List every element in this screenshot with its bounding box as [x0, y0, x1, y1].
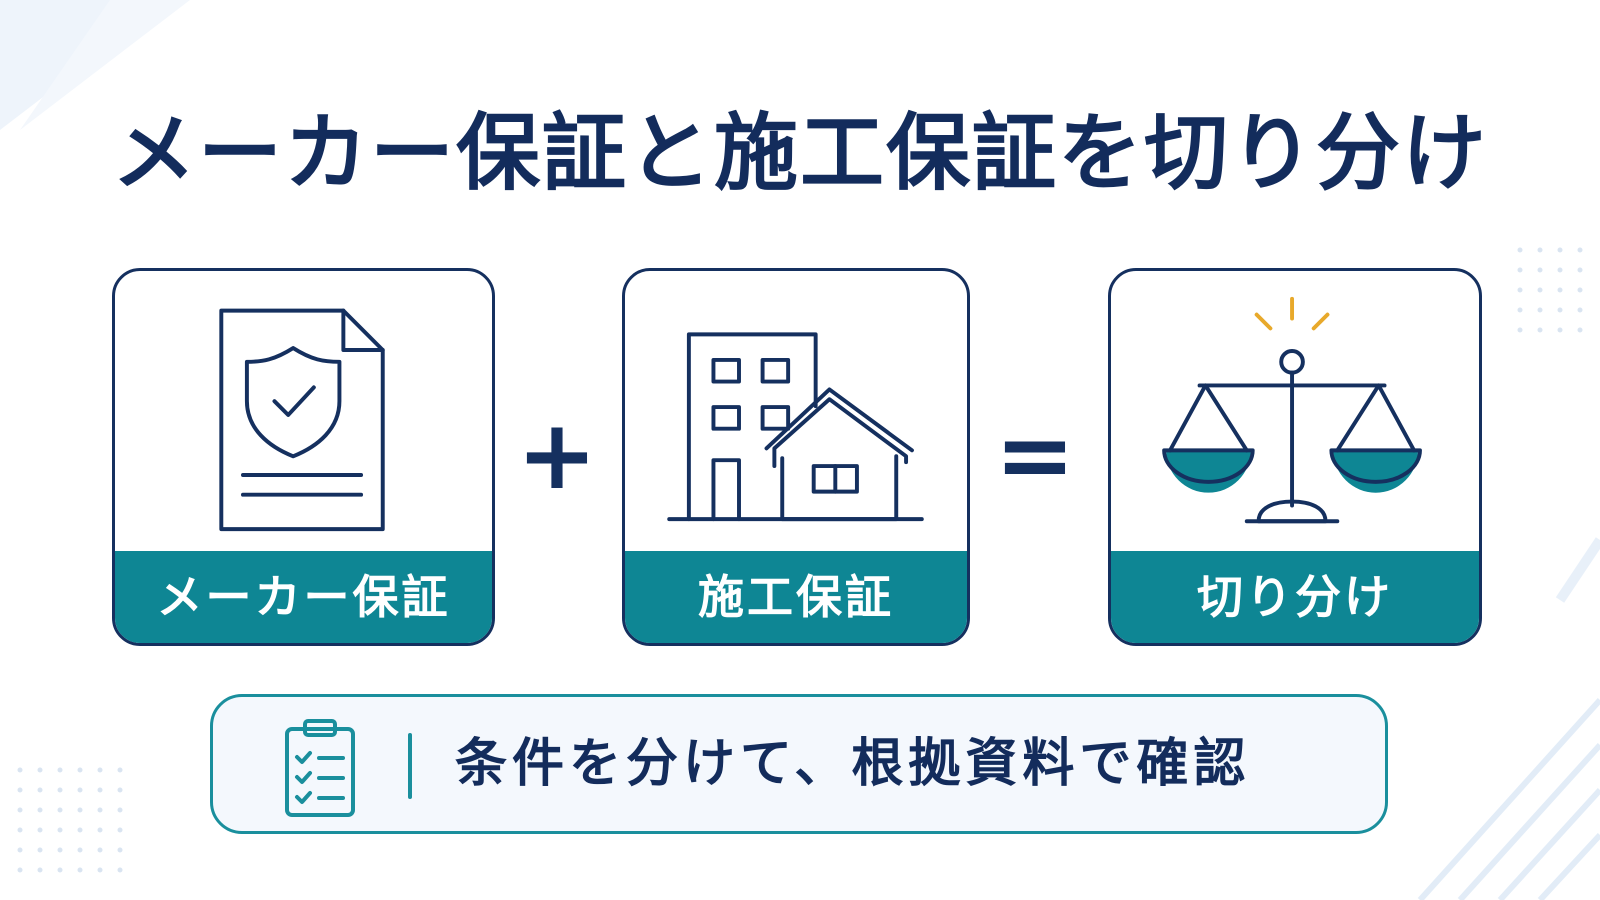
- card-construction-warranty: 施工保証: [622, 268, 970, 646]
- checklist-clipboard-icon: [285, 719, 355, 817]
- banner-divider: [408, 733, 412, 799]
- card-label: 施工保証: [625, 551, 967, 643]
- balance-scale-icon: [1162, 296, 1422, 524]
- warranty-document-icon: [219, 308, 385, 532]
- equals-operator: =: [994, 399, 1076, 511]
- card-separation: 切り分け: [1108, 268, 1482, 646]
- card-manufacturer-warranty: メーカー保証: [112, 268, 495, 646]
- card-label: 切り分け: [1111, 551, 1479, 643]
- banner-text: 条件を分けて、根拠資料で確認: [455, 734, 1251, 794]
- page-title: メーカー保証と施工保証を切り分け: [111, 104, 1488, 202]
- summary-banner: 条件を分けて、根拠資料で確認: [210, 694, 1388, 834]
- card-label: メーカー保証: [115, 551, 492, 643]
- building-house-icon: [667, 332, 924, 522]
- plus-operator: +: [516, 399, 598, 511]
